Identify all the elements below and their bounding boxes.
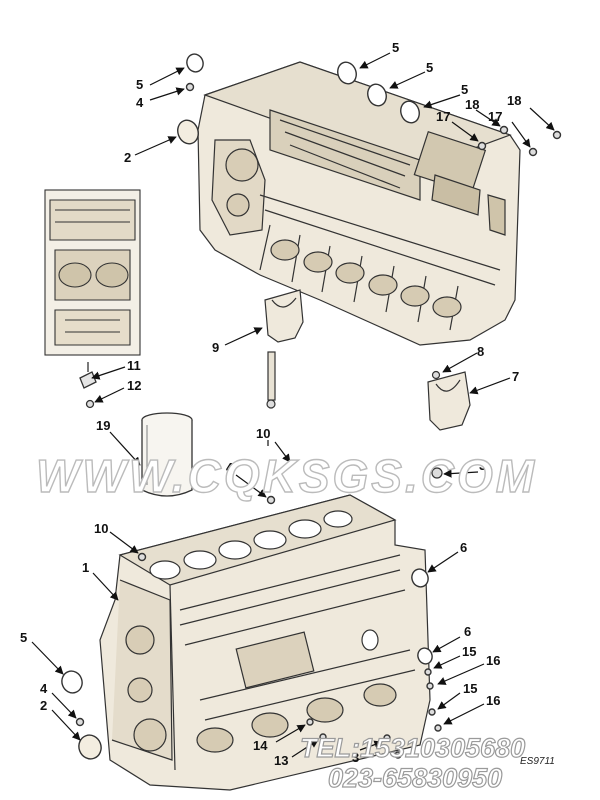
- callout-2: 2: [40, 698, 47, 713]
- callout-12: 12: [127, 378, 141, 393]
- callout-11: 11: [127, 358, 141, 373]
- callout-4: 4: [226, 460, 234, 475]
- callout-17: 17: [488, 109, 502, 124]
- callout-3: 3: [352, 750, 359, 765]
- callout-10: 10: [94, 521, 108, 536]
- callout-6: 6: [460, 540, 467, 555]
- callout-5: 5: [461, 82, 468, 97]
- callout-4: 4: [40, 681, 48, 696]
- bearing-cap-7: [427, 370, 471, 479]
- callout-5: 5: [426, 60, 433, 75]
- watermark-site: WWW.CQKSGS.COM: [36, 450, 537, 502]
- watermark-phone: 023-65830950: [328, 763, 502, 793]
- callout-1: 1: [82, 560, 89, 575]
- inset-block-view: [44, 189, 141, 356]
- callout-3: 3: [479, 458, 486, 473]
- lower-seal-rings: [61, 495, 442, 760]
- callout-9: 9: [212, 340, 219, 355]
- callout-5: 5: [20, 630, 27, 645]
- callout-14: 14: [253, 738, 268, 753]
- callout-2: 2: [124, 150, 131, 165]
- piston-cooling-nozzle: [79, 362, 97, 409]
- leader-arrows: [31, 52, 555, 758]
- lower-cylinder-block: [99, 494, 431, 791]
- callout-10: 10: [256, 426, 270, 441]
- main-bearing-cap-9: [264, 289, 304, 409]
- callout-6: 6: [464, 624, 471, 639]
- callout-4: 4: [136, 95, 144, 110]
- watermark-tel: TEL:15310305680: [300, 733, 525, 763]
- upper-seal-rings: [177, 53, 562, 157]
- callout-5: 5: [136, 77, 143, 92]
- callout-15: 15: [463, 681, 477, 696]
- callout-16: 16: [486, 693, 500, 708]
- callout-5: 5: [392, 40, 399, 55]
- callout-17: 17: [436, 109, 450, 124]
- callout-16: 16: [486, 653, 500, 668]
- callout-18: 18: [507, 93, 521, 108]
- callout-15: 15: [462, 644, 476, 659]
- callout-labels: 5 4 5 5 5 18 18 17 17 2 9 11 12 8 7 19 1…: [20, 40, 521, 768]
- callout-8: 8: [477, 344, 484, 359]
- callout-18: 18: [465, 97, 479, 112]
- upper-cylinder-block: [197, 61, 521, 346]
- callout-7: 7: [512, 369, 519, 384]
- cylinder-liner: [141, 412, 193, 497]
- callout-13: 13: [274, 753, 288, 768]
- drawing-id: ES9711: [520, 756, 555, 767]
- callout-19: 19: [96, 418, 110, 433]
